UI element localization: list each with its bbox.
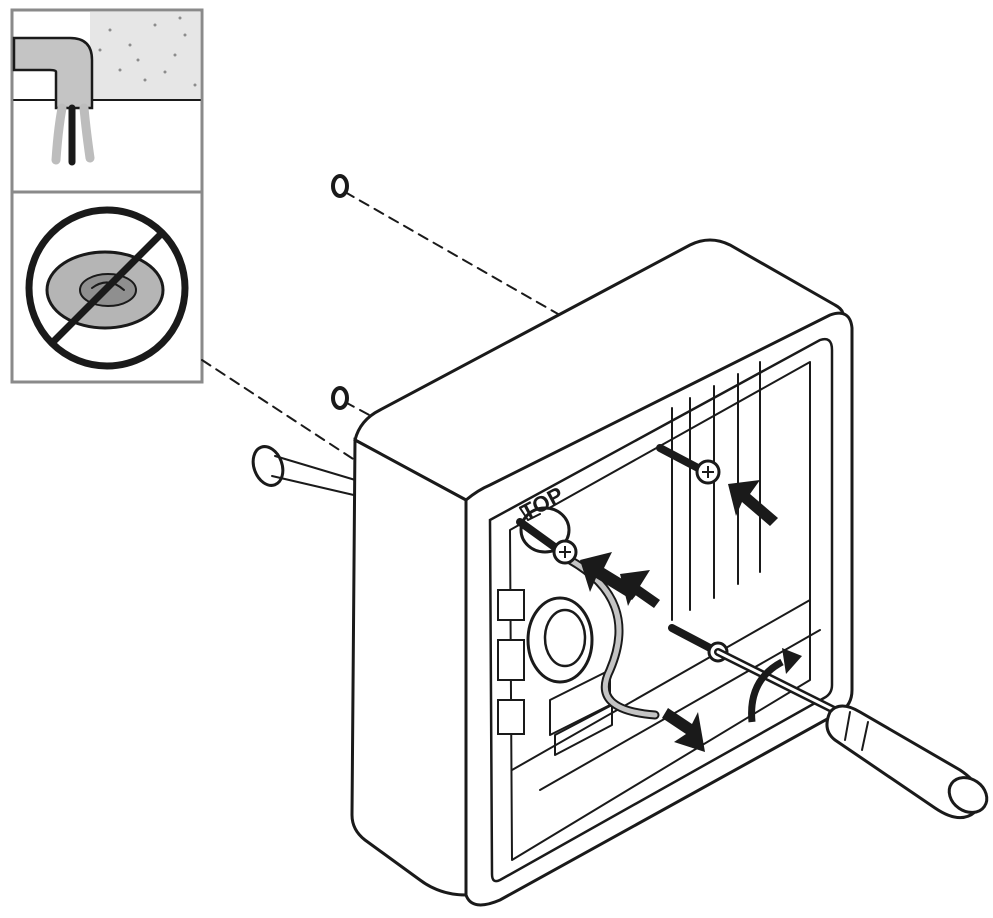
arrow-icon: [580, 480, 778, 752]
wall-plug: [251, 445, 363, 497]
prohibition-sign-icon: [25, 206, 189, 370]
mounting-tabs: [497, 589, 613, 756]
cable-icon: [565, 555, 660, 720]
inset-panel-prohibited: [10, 190, 204, 384]
rotate-arrow-icon: [748, 648, 802, 723]
wall-anchor-icon: [331, 174, 349, 410]
screw-icon: [656, 444, 721, 485]
inset-panel-cable-entry: [10, 8, 204, 194]
enclosure-box: TOP: [350, 238, 854, 907]
guide-lines: [201, 191, 566, 471]
screw-icon: [516, 518, 578, 565]
wall-speckles: [98, 16, 197, 87]
cable-icon: [51, 103, 95, 166]
back-wall-ribs: [671, 361, 761, 621]
cable-grommet: [519, 506, 594, 684]
screwdriver-icon: [714, 648, 989, 820]
conduit-elbow: [12, 36, 94, 110]
wall-texture: [90, 12, 200, 100]
